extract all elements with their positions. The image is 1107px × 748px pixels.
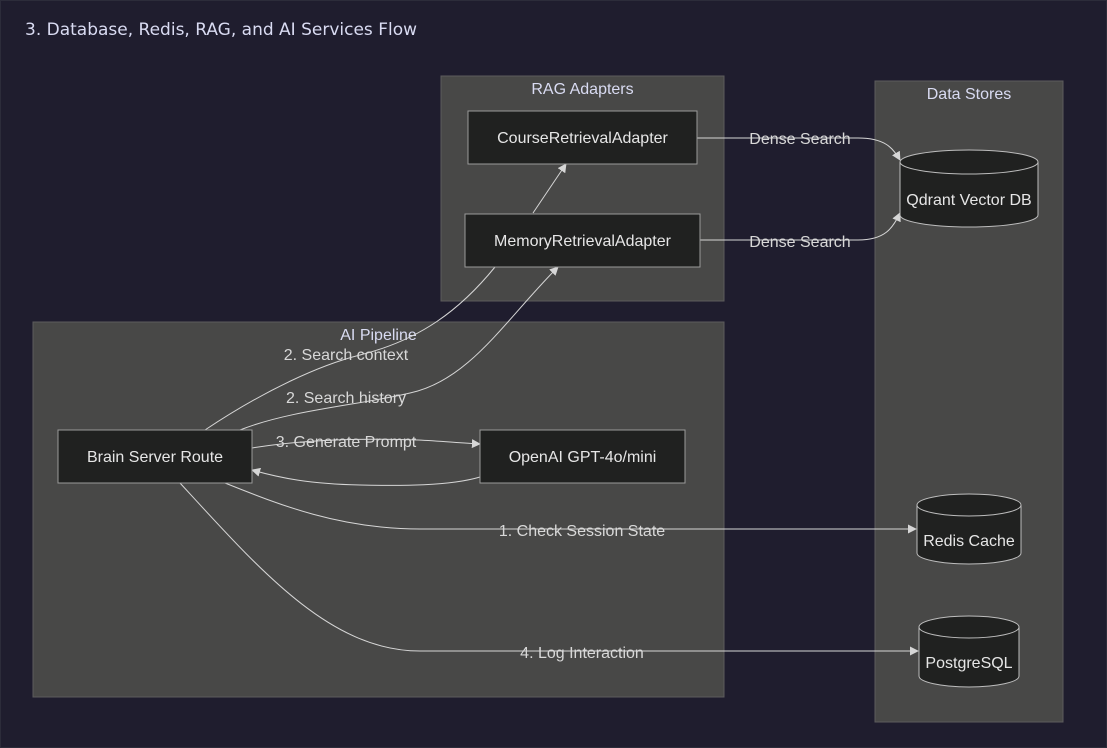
edge-labels: Dense Search Dense Search 2. Search cont… (276, 131, 851, 662)
diagram-title: 3. Database, Redis, RAG, and AI Services… (25, 20, 417, 40)
node-label-course-adapter: CourseRetrievalAdapter (497, 130, 668, 147)
cluster-ai-pipeline: AI Pipeline (32, 321, 725, 698)
edge-label-dense-search-1: Dense Search (749, 131, 850, 148)
edge-brain-to-memory (239, 266, 559, 431)
node-postgres[interactable]: PostgreSQL (918, 615, 1020, 688)
edge-memory-to-course (532, 163, 567, 214)
node-qdrant[interactable]: Qdrant Vector DB (899, 149, 1039, 228)
cluster-label-stores: Data Stores (927, 86, 1011, 103)
edge-openai-to-brain (251, 467, 481, 486)
node-openai[interactable]: OpenAI GPT-4o/mini (479, 429, 686, 484)
edge-brain-to-course (204, 266, 496, 431)
node-brain-route[interactable]: Brain Server Route (57, 429, 253, 484)
edge-label-log-interaction: 4. Log Interaction (520, 645, 644, 662)
node-label-postgres: PostgreSQL (925, 655, 1012, 672)
edge-label-check-session: 1. Check Session State (499, 523, 665, 540)
edge-brain-to-openai (251, 438, 481, 449)
edge-label-dense-search-2: Dense Search (749, 234, 850, 251)
edge-label-search-context: 2. Search context (284, 347, 409, 364)
edge-brain-to-postgres (179, 482, 919, 656)
node-label-qdrant: Qdrant Vector DB (906, 192, 1031, 209)
node-course-adapter[interactable]: CourseRetrievalAdapter (467, 110, 698, 165)
edges (179, 137, 919, 656)
edge-label-generate-prompt: 3. Generate Prompt (276, 434, 417, 451)
node-label-brain-route: Brain Server Route (87, 449, 223, 466)
node-redis[interactable]: Redis Cache (916, 493, 1022, 565)
node-label-redis: Redis Cache (923, 533, 1015, 550)
cluster-label-pipeline: AI Pipeline (340, 327, 417, 344)
edge-memory-to-qdrant (700, 212, 901, 241)
node-label-memory-adapter: MemoryRetrievalAdapter (494, 233, 672, 250)
cluster-label-rag: RAG Adapters (531, 81, 633, 98)
edge-course-to-qdrant (697, 137, 901, 161)
edge-label-search-history: 2. Search history (286, 390, 406, 407)
node-memory-adapter[interactable]: MemoryRetrievalAdapter (464, 213, 701, 268)
edge-brain-to-redis (224, 482, 917, 534)
node-label-openai: OpenAI GPT-4o/mini (509, 449, 657, 466)
